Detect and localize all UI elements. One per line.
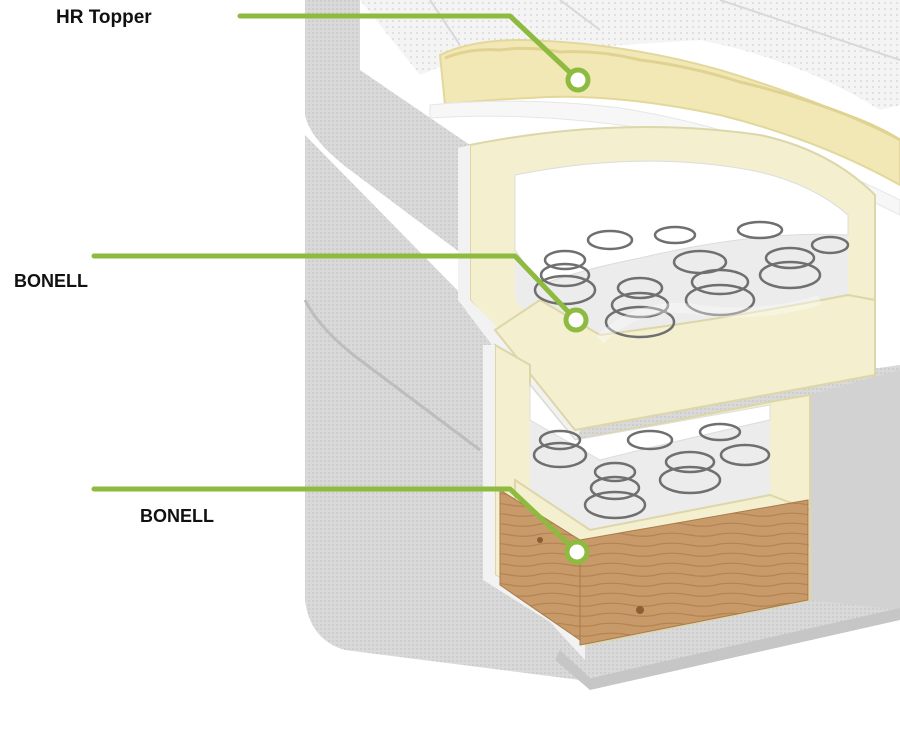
callout-dot-icon: [564, 539, 590, 565]
leader-lines: [91, 13, 581, 555]
box-right-face: [810, 370, 900, 610]
hr-topper-layer: [429, 38, 900, 216]
leader-line-bonell-bottom: [91, 486, 580, 555]
leader-line-bonell-top: [91, 253, 579, 323]
mattress-top-surface: [360, 0, 900, 110]
label-hr-topper: HR Topper: [56, 7, 152, 28]
label-bonell-top: BONELL: [14, 271, 88, 291]
label-bonell-bottom: BONELL: [140, 506, 214, 526]
callout-dot-icon: [563, 307, 589, 333]
upper-bonell-frame: [458, 126, 876, 445]
upper-spring-coils: [533, 220, 850, 339]
wooden-base-frame: [499, 489, 809, 646]
callout-dot-icon: [565, 67, 591, 93]
lower-spring-coils: [532, 422, 771, 520]
leader-line-hr-topper: [237, 13, 581, 83]
upper-mattress-side: [305, 0, 470, 260]
